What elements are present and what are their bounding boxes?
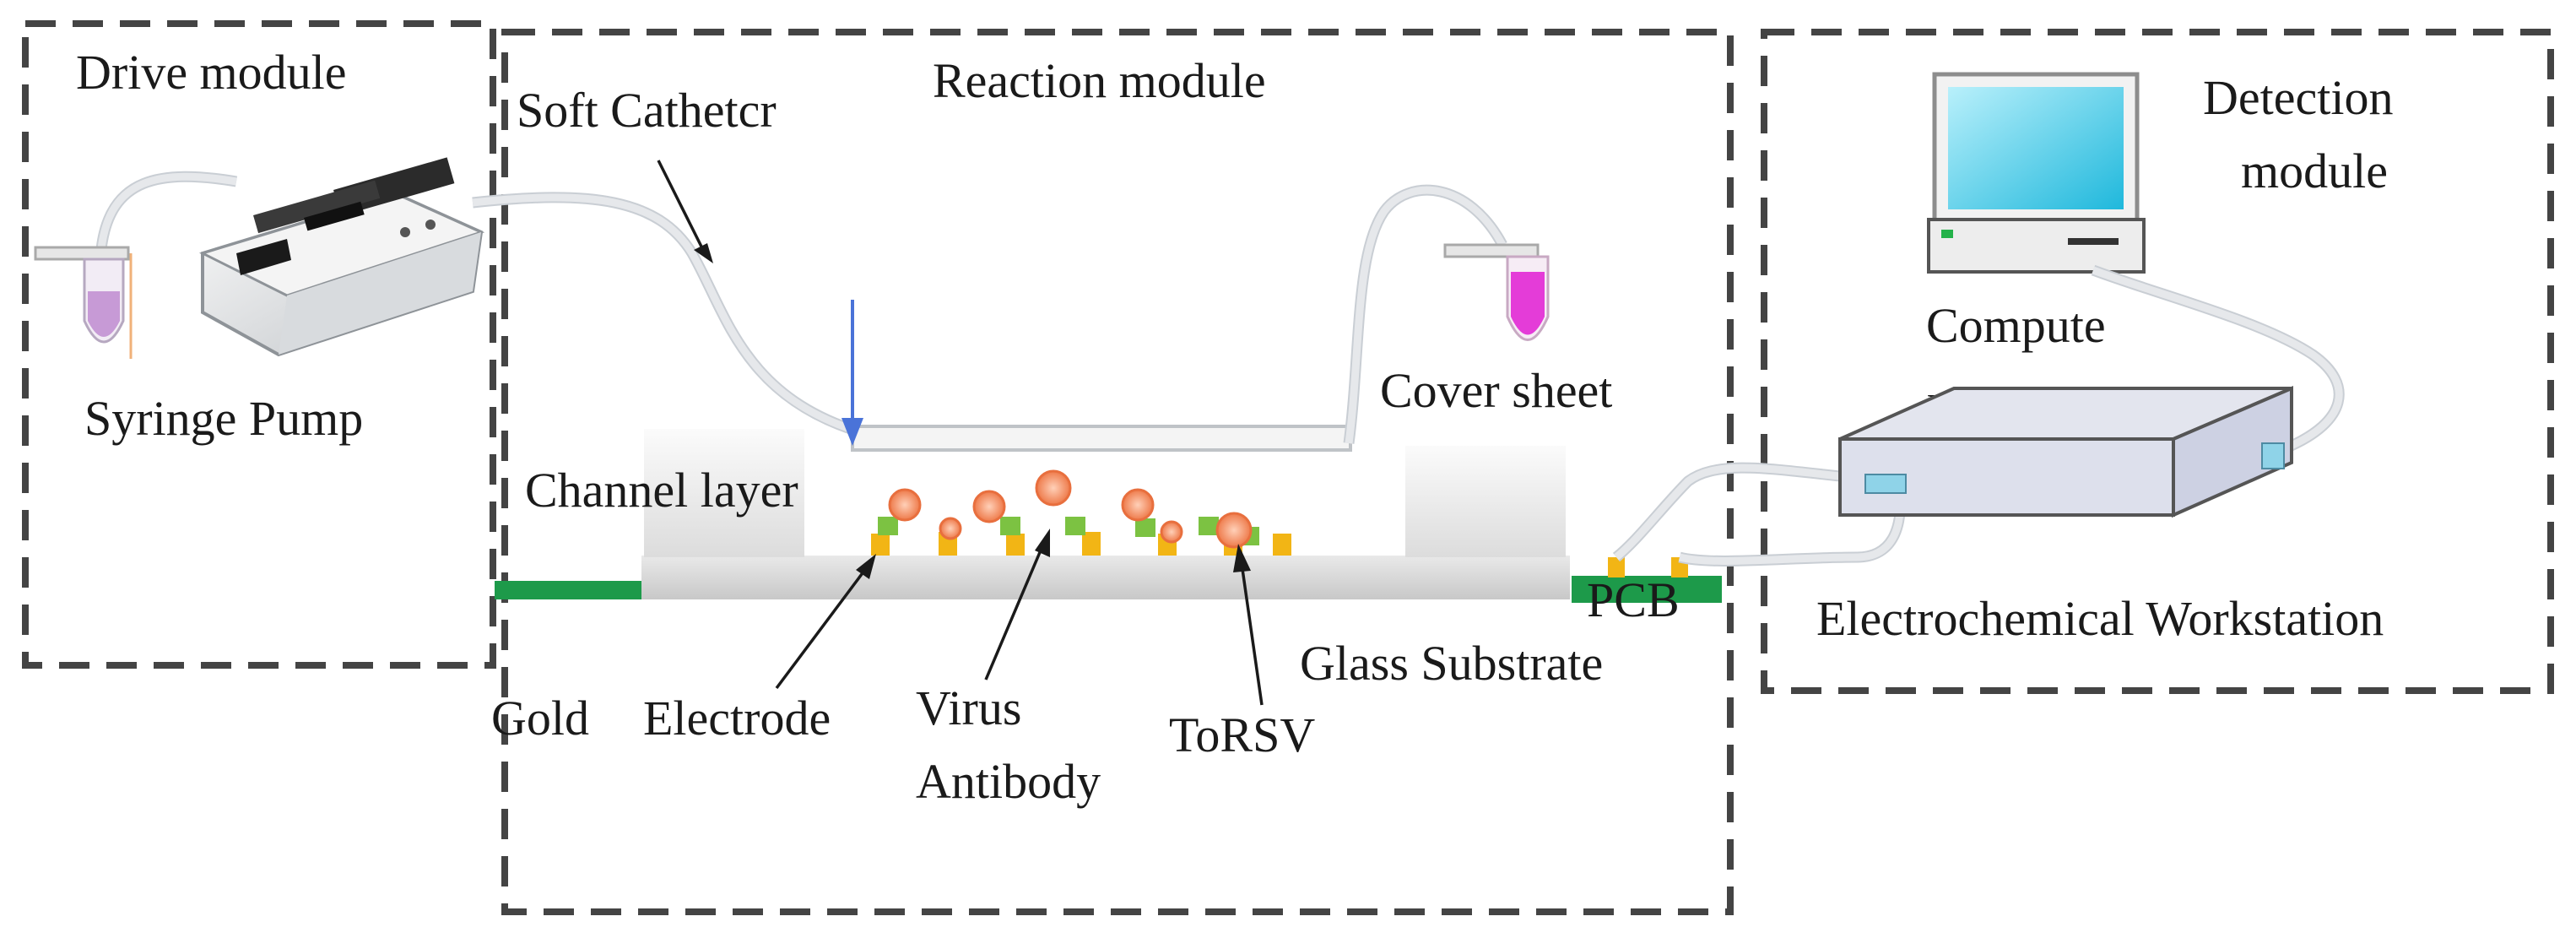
torsv-virus — [1160, 520, 1183, 544]
gold-lead-left — [495, 581, 643, 599]
electrode-array — [871, 469, 1291, 556]
detection-module-box — [1761, 29, 2554, 694]
electrochemical-workstation — [1838, 385, 2293, 518]
drive-module-title: Drive module — [76, 45, 347, 100]
torsv-virus — [1035, 469, 1072, 507]
pcb-pad — [1608, 557, 1625, 577]
pcb-board — [1572, 576, 1722, 603]
glass-substrate — [641, 556, 1570, 599]
cover-sheet-label: Cover sheet — [1380, 363, 1612, 418]
outlet-tube — [1345, 186, 1506, 444]
syringe-pump-label: Syringe Pump — [84, 391, 363, 446]
reaction-module-title: Reaction module — [933, 53, 1266, 108]
torsv-virus — [939, 517, 962, 540]
gold-electrode — [1082, 532, 1101, 556]
soft-catheter-arrowhead — [694, 243, 713, 263]
channel-layer-left — [644, 429, 804, 557]
inlet-tube — [851, 425, 1352, 452]
computer-label-line1: Compute — [1926, 298, 2106, 353]
pcb-cable-1 — [1614, 464, 1891, 561]
computer-cable — [2092, 266, 2343, 452]
virus-antibody-label-line1: Virus — [916, 680, 1021, 735]
detection-module-title-line1: Detection — [2203, 70, 2393, 125]
virus-antibody — [878, 517, 898, 535]
torsv-virus — [1215, 512, 1253, 549]
virus-antibody — [1065, 517, 1085, 535]
electrode-arrowhead — [856, 554, 876, 579]
computer-screen — [1948, 87, 2124, 209]
virus-antibody — [1000, 517, 1020, 535]
gold-label: Gold — [491, 691, 589, 746]
virus-antibody — [1199, 517, 1219, 535]
workstation-label: Electrochemical Workstation — [1816, 591, 2384, 646]
detection-module-title-line2: module — [2241, 144, 2388, 198]
syringe-pump-device — [198, 157, 485, 357]
channel-layer-right — [1405, 446, 1566, 557]
virus-antibody — [1135, 518, 1155, 537]
glass-substrate-label: Glass Substrate — [1300, 636, 1603, 691]
virus-antibody-label-line2: Antibody — [916, 754, 1101, 809]
soft-catheter-label: Soft Cathetcr — [517, 83, 777, 138]
torsv-arrowhead — [1233, 544, 1251, 572]
torsv-label: ToRSV — [1169, 708, 1315, 762]
left-sample-vial — [34, 246, 133, 359]
channel-layer-label: Channel layer — [525, 463, 798, 518]
antibody-arrowhead — [1035, 529, 1050, 557]
soft-catheter-main — [472, 192, 863, 438]
gold-electrode — [1006, 534, 1025, 556]
soft-catheter-tube — [95, 171, 238, 250]
workstation-port — [2261, 442, 2285, 469]
torsv-virus — [1121, 488, 1155, 522]
workstation-port — [1864, 474, 1907, 494]
pcb-cable-2 — [1678, 489, 1904, 565]
computer-icon — [1927, 72, 2146, 274]
electrode-label: Electrode — [643, 691, 831, 746]
drive-module-box — [22, 20, 496, 669]
pump-display-icon — [236, 239, 291, 275]
gold-electrode — [871, 534, 890, 556]
right-sample-vial — [1443, 243, 1550, 341]
torsv-virus — [972, 490, 1006, 523]
pcb-label: PCB — [1587, 572, 1680, 627]
gold-electrode — [1273, 534, 1291, 556]
torsv-virus — [888, 488, 922, 522]
